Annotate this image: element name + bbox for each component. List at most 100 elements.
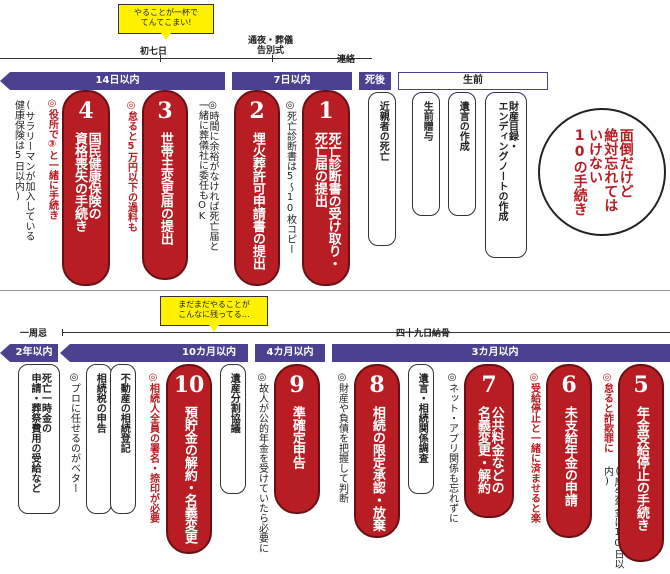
- task-2-note: ◎時間に余裕がなければ死亡届と 一緒に葬儀社に委任もOK: [196, 100, 219, 251]
- callout-text: 面倒だけど 絶対忘れては いけない 10の手続き: [571, 128, 634, 216]
- label-renraku: 連絡: [337, 55, 356, 65]
- bar-separator: [352, 72, 359, 90]
- task-6-note: ◎受給停止と一緒に済ませると楽: [528, 372, 540, 523]
- task-number: 10: [173, 372, 205, 398]
- task-number: 5: [633, 372, 649, 398]
- task-5-note: (厚生年金は10日以内): [601, 466, 624, 569]
- task-7-koukyou-ryoukin: 7 公共料金などの 名義変更・解約: [464, 364, 514, 518]
- task-10-yochokin: 10 預貯金の解約・名義変更: [166, 364, 212, 554]
- label-tsuya: 通夜・葬儀 告別式: [248, 36, 294, 57]
- bar-separator: [325, 344, 332, 362]
- bar-label-7days: 7日以内: [273, 75, 311, 86]
- speech-bubble-top: やることが一杯で てんてこまい!: [118, 4, 214, 40]
- bar-label-10months: 10カ月以内: [182, 347, 236, 358]
- label-isshuki: 一周忌: [20, 329, 48, 339]
- task-title: 世帯主変更届の提出: [157, 132, 173, 245]
- bar-arrow-2y: [0, 344, 10, 362]
- task-9-note: ◎故人が公的年金を受けていたら必要に: [256, 372, 268, 553]
- task-5-note-red: ◎怠ると詐欺罪に: [601, 372, 613, 453]
- box-seizen-zouyo: 生前贈与: [412, 92, 440, 216]
- box-yuigon: 遺言の作成: [448, 92, 476, 216]
- bar-7days: [232, 72, 352, 90]
- bar-label-shigo: 死後: [365, 75, 385, 86]
- box-zaisan-mokuroku: 財産目録・ エンディングノートの作成: [485, 92, 527, 258]
- box-igon-chousa: 遺言・相続関係調査: [408, 364, 434, 494]
- bar-2years: [10, 344, 58, 362]
- speech-bubble-middle: まだまだやることが こんなに残ってる…: [160, 296, 268, 332]
- tick-shijuku: [430, 329, 431, 336]
- task-number: 1: [318, 98, 334, 124]
- bar-shigo: [359, 72, 391, 90]
- tick-tsuya: [272, 55, 273, 62]
- bar-4months: [255, 344, 325, 362]
- label-shonanoka: 初七日: [140, 47, 168, 57]
- task-3-note: ◎怠ると5万円以下の過料も: [125, 100, 137, 232]
- box-text: 死亡一時金の 申請・葬祭費用の受給など: [29, 373, 51, 493]
- task-title: 国民健康保険の 資格喪失の手続き: [72, 132, 101, 232]
- box-text: 近親者の死亡: [377, 101, 389, 161]
- task-1-shiboushindansho: 1 死亡診断書の受け取り・ 死亡届の提出: [302, 90, 350, 286]
- bar-separator: [248, 344, 255, 362]
- task-number: 3: [157, 98, 173, 124]
- bar-seizen-outline: [398, 72, 548, 90]
- bar-label-4months: 4カ月以内: [266, 347, 314, 358]
- task-4-note: (サラリーマンが加入している 健康保険は5日以内): [12, 100, 35, 241]
- task-number: 9: [289, 372, 305, 398]
- bar-arrow-14: [0, 72, 10, 90]
- task-title: 預貯金の解約・名義変更: [181, 406, 197, 544]
- note-pro: ◎プロに任せるのがベター: [68, 372, 80, 493]
- task-number: 6: [561, 372, 577, 398]
- task-4-kokuho: 4 国民健康保険の 資格喪失の手続き: [62, 90, 110, 286]
- task-8-souzoku-houki: 8 相続の限定承認・放棄: [354, 364, 400, 538]
- bar-3months: [332, 344, 670, 362]
- bar-10months: [70, 344, 248, 362]
- box-isan-bunkatsu: 遺産分割協議: [220, 364, 246, 494]
- task-title: 相続の限定承認・放棄: [369, 406, 385, 531]
- bar-14days: [10, 72, 225, 90]
- box-text: 相続税の申告: [94, 373, 106, 433]
- bar-label-3months: 3カ月以内: [471, 347, 519, 358]
- bottom-timeline-line: [62, 332, 670, 333]
- box-text: 不動産の相続登記: [118, 373, 130, 453]
- bar-label-seizen: 生前: [463, 75, 483, 86]
- box-text: 遺言の作成: [457, 101, 469, 151]
- task-8-note: ◎財産や負債を把握して判断: [336, 372, 348, 503]
- task-4-note-red: ◎役所で③と一緒に手続き: [46, 98, 58, 220]
- task-title: 未支給年金の申請: [561, 406, 577, 506]
- box-souzokuzei: 相続税の申告: [86, 364, 112, 514]
- task-title: 準確定申告: [289, 406, 305, 469]
- bar-separator: [391, 72, 398, 90]
- box-text: 生前贈与: [421, 101, 433, 141]
- callout-circle: 面倒だけど 絶対忘れては いけない 10の手続き: [538, 108, 666, 236]
- task-9-junkakutei: 9 準確定申告: [274, 364, 320, 514]
- task-number: 2: [249, 98, 265, 124]
- task-10-note: ◎相続人全員の署名・捺印が必要: [147, 372, 159, 523]
- task-title: 埋火葬許可申請書の提出: [249, 132, 265, 270]
- box-text: 財産目録・ エンディングノートの作成: [496, 101, 518, 221]
- bar-separator: [225, 72, 232, 90]
- tick-isshuki: [62, 329, 63, 336]
- box-text: 遺産分割協議: [228, 373, 240, 433]
- bar-label-14days: 14日以内: [95, 75, 140, 86]
- task-number: 4: [78, 98, 94, 124]
- task-title: 公共料金などの 名義変更・解約: [475, 406, 504, 494]
- bar-arrow-10m: [60, 344, 70, 362]
- task-3-setainushi: 3 世帯主変更届の提出: [142, 90, 188, 280]
- task-6-mishikyu-nenkin: 6 未支給年金の申請: [546, 364, 592, 538]
- task-7-note: ◎ネット・アプリ関係も忘れずに: [446, 372, 458, 523]
- box-kinshin: 近親者の死亡: [368, 92, 396, 246]
- section-divider: [0, 290, 670, 291]
- bar-label-2years: 2年以内: [15, 347, 53, 358]
- tick-shonanoka: [160, 55, 161, 62]
- task-number: 7: [481, 372, 497, 398]
- task-number: 8: [369, 372, 385, 398]
- label-shijuku: 四十九日納骨: [396, 329, 451, 339]
- box-fudousan: 不動産の相続登記: [110, 364, 136, 514]
- box-text: 遺言・相続関係調査: [416, 373, 428, 463]
- task-title: 死亡診断書の受け取り・ 死亡届の提出: [312, 132, 341, 270]
- task-1-note: ◎死亡診断書は5〜10枚コピー: [284, 100, 296, 254]
- top-timeline-line: [0, 58, 372, 59]
- task-5-nenkin-teishi: 5 年金受給停止の手続き: [618, 364, 664, 562]
- task-2-maikasou: 2 埋火葬許可申請書の提出: [234, 90, 280, 286]
- task-title: 年金受給停止の手続き: [633, 406, 649, 531]
